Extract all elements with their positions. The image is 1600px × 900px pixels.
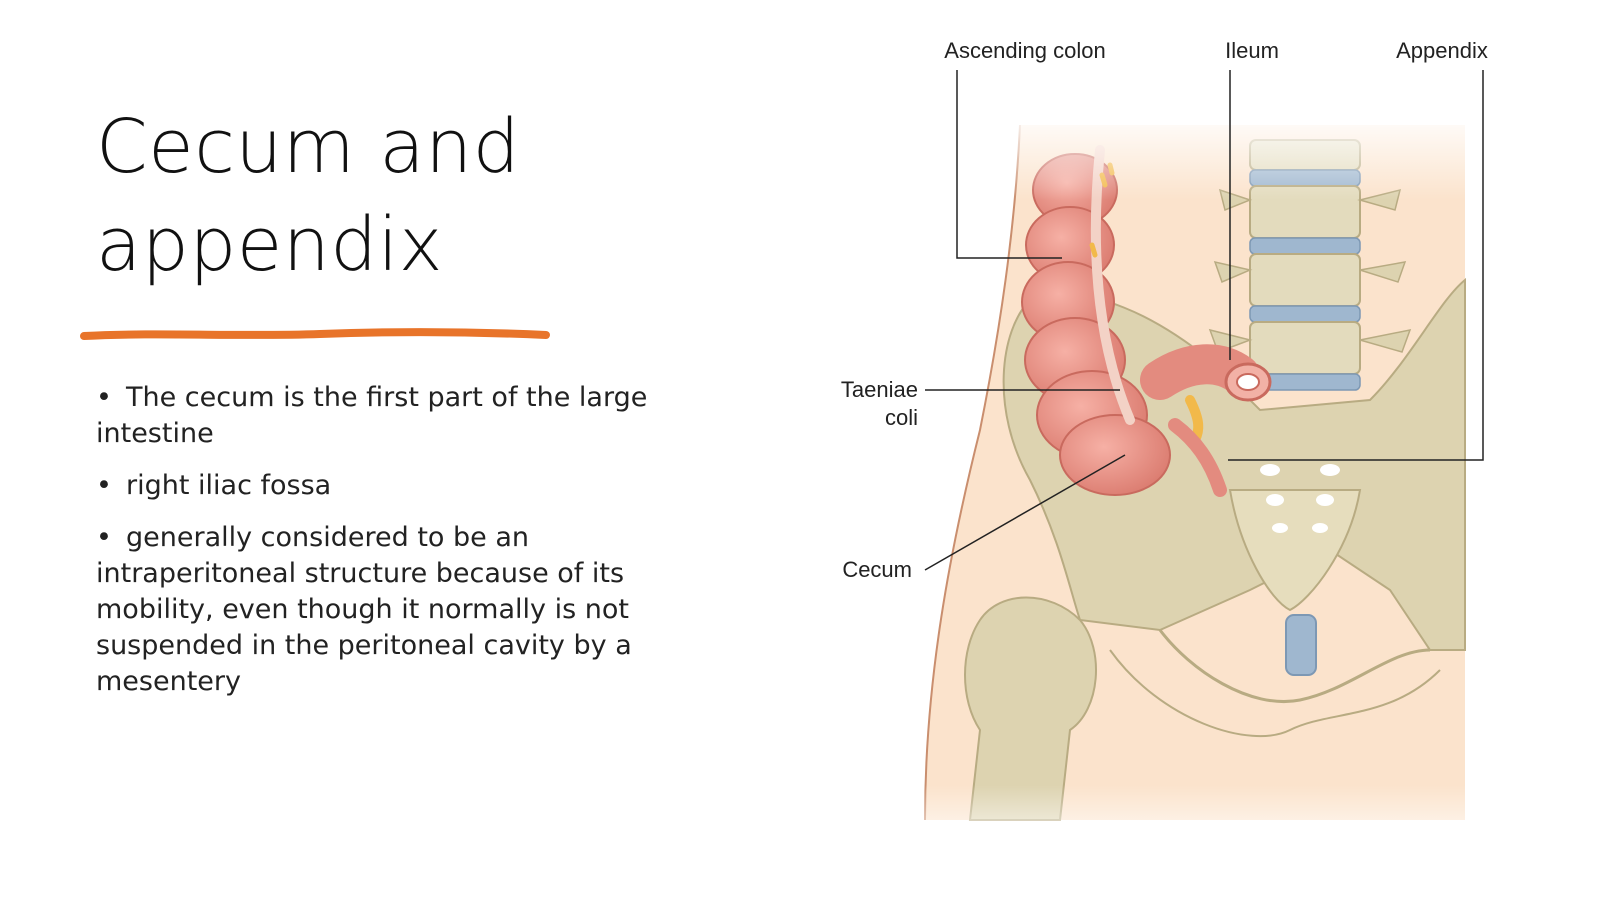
leader-lines [924,70,1484,571]
label-ascending-colon: Ascending colon [944,38,1105,63]
bullet-item: •generally considered to be an intraperi… [96,522,632,697]
label-taeniae-line-1: Taeniae [841,377,918,402]
label-appendix: Appendix [1396,38,1488,63]
bullet-list: •The cecum is the first part of the larg… [96,380,656,716]
bullet-item: •The cecum is the first part of the larg… [96,382,648,449]
label-ileum: Ileum [1225,38,1279,63]
anatomy-illustration: Ascending colon Ileum Appendix Taeniae c… [830,38,1570,860]
title-line-2: appendix [96,202,444,288]
label-taeniae-line-2: coli [885,405,918,430]
slide-title: Cecum and appendix [96,98,520,294]
label-cecum: Cecum [842,557,912,582]
title-accent-underline [80,328,550,340]
title-line-1: Cecum and [96,104,521,190]
bullet-item: •right iliac fossa [96,470,332,501]
